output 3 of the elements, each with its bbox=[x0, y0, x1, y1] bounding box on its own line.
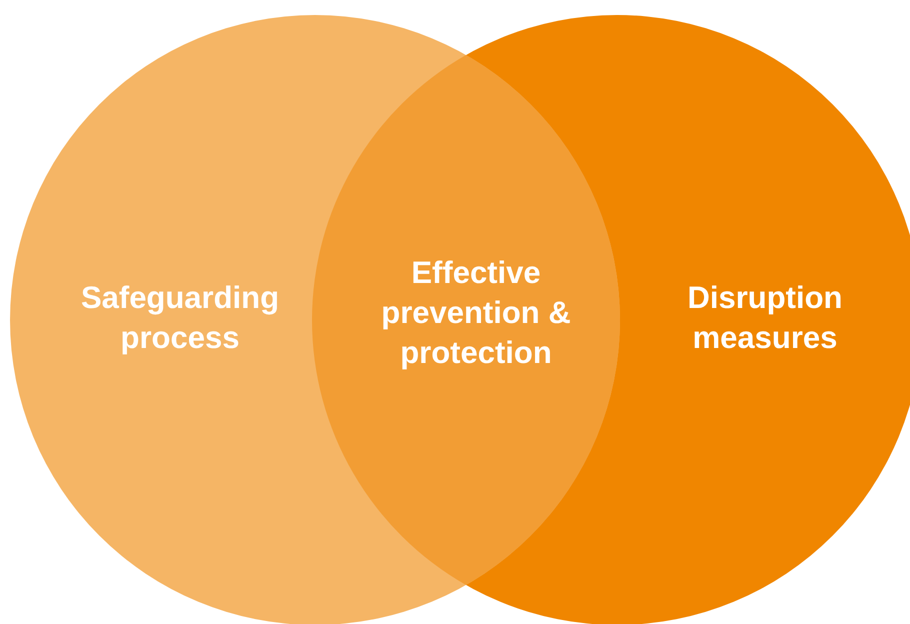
venn-label: Disruption measures bbox=[686, 279, 844, 357]
venn-label: Safeguarding process bbox=[80, 279, 280, 357]
venn-label: Effective prevention & protection bbox=[380, 254, 572, 372]
